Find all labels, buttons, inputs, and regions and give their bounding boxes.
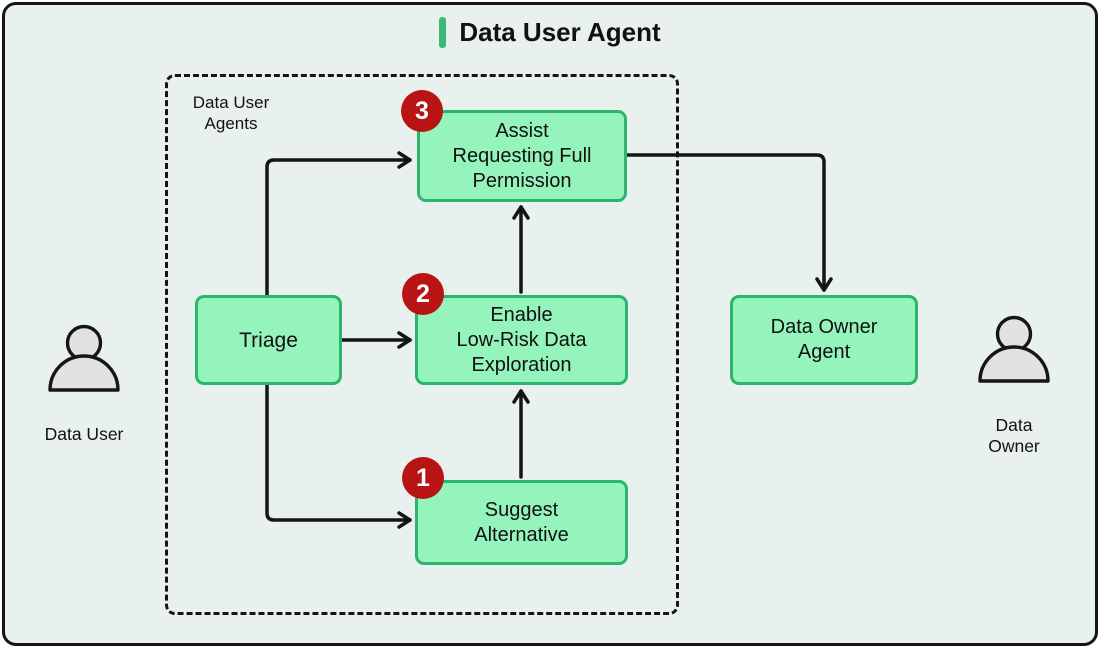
data-user-agents-group-label: Data User Agents bbox=[192, 93, 270, 133]
actor-data-user: Data User bbox=[28, 301, 140, 466]
node-suggest-alternative: Suggest Alternative bbox=[415, 480, 628, 565]
data-user-agents-group-border bbox=[165, 74, 679, 615]
node-triage: Triage bbox=[195, 295, 342, 385]
step-badge-1: 1 bbox=[402, 457, 444, 499]
page-title: Data User Agent bbox=[459, 17, 661, 47]
actor-data-user-label: Data User bbox=[44, 424, 124, 444]
actor-data-owner: Data Owner bbox=[958, 292, 1070, 478]
node-assist-requesting-full-permission: Assist Requesting Full Permission bbox=[417, 110, 627, 202]
diagram-header: Data User Agent bbox=[0, 17, 1100, 48]
node-enable-low-risk-data-exploration: Enable Low-Risk Data Exploration bbox=[415, 295, 628, 385]
node-data-owner-agent: Data Owner Agent bbox=[730, 295, 918, 385]
step-badge-3: 3 bbox=[401, 90, 443, 132]
step-badge-2: 2 bbox=[402, 273, 444, 315]
person-icon bbox=[48, 324, 120, 392]
actor-data-owner-label: Data Owner bbox=[988, 415, 1040, 456]
person-icon bbox=[978, 315, 1050, 383]
title-accent-bar bbox=[439, 17, 447, 48]
